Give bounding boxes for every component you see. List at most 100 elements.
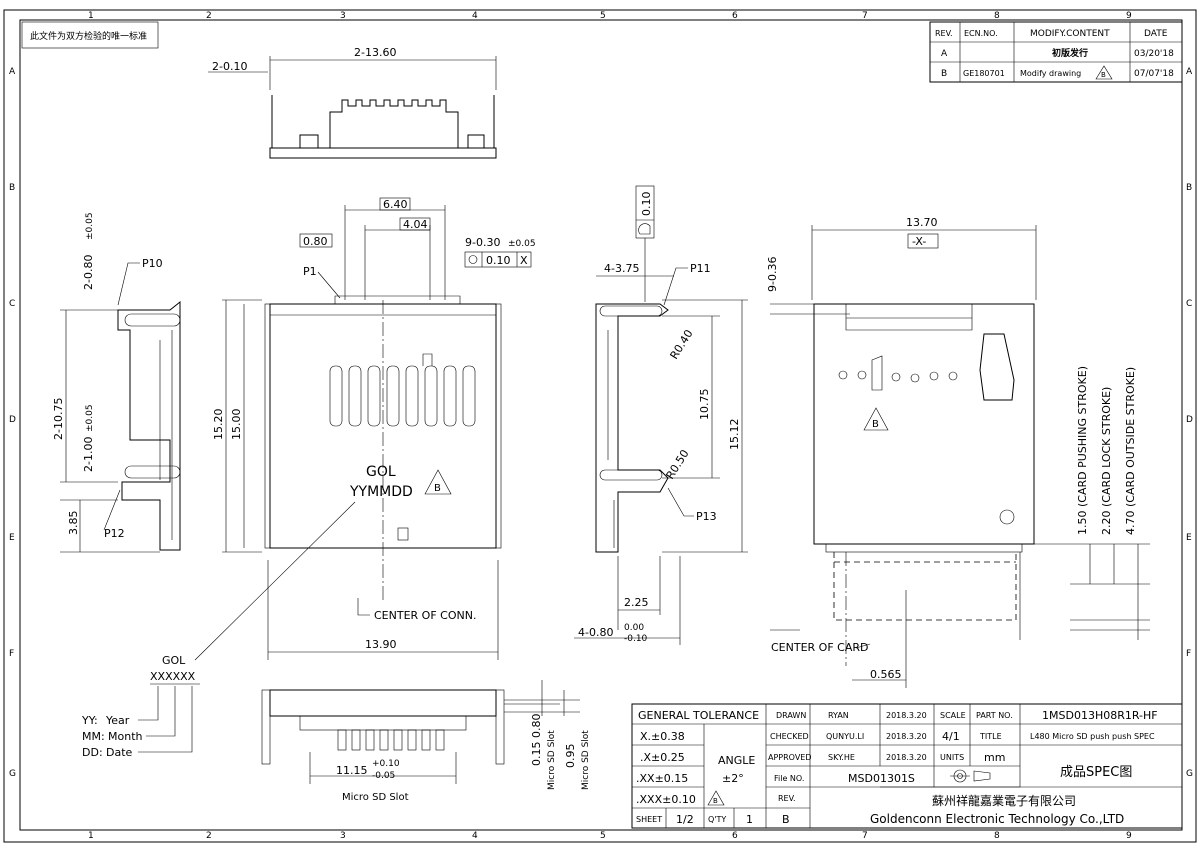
- dim-r050: R0.50: [664, 447, 692, 481]
- dim-bottom-width-tol-dn: -0.05: [372, 771, 395, 781]
- sheet-value: 1/2: [676, 813, 694, 826]
- zone-row-a-right: A: [1186, 67, 1193, 77]
- general-tolerance-label: GENERAL TOLERANCE: [638, 709, 759, 722]
- zone-columns: 1 2 3 4 5 6 7 8 9 1 2 3 4 5 6 7 8 9: [88, 11, 1132, 841]
- rev-header-date: DATE: [1144, 29, 1168, 39]
- dim-pin-count-width: 9-0.30: [465, 236, 500, 249]
- dim-pin-width: 0.80: [303, 235, 328, 248]
- inner-border: [19, 19, 1183, 831]
- legend-code-title: GOL: [162, 654, 186, 667]
- dim-h1512: 15.12: [728, 419, 741, 451]
- dim-top-width: 2-13.60: [354, 46, 396, 59]
- drawn-date: 2018.3.20: [886, 711, 927, 720]
- tolerance-1: .X±0.25: [640, 751, 685, 764]
- stamp-note: 此文件为双方检验的唯一标准: [30, 30, 147, 42]
- label-p10: P10: [142, 257, 163, 270]
- units-value: mm: [984, 751, 1005, 764]
- rev-triangle-mark: B: [434, 483, 441, 494]
- zone-row-d: D: [9, 415, 16, 425]
- file-no: MSD01301S: [848, 772, 915, 785]
- stamp-note-box: [21, 21, 159, 49]
- flatness-icon: [638, 223, 651, 235]
- rev-header-ecn: ECN.NO.: [964, 29, 998, 38]
- dim-d0565: 0.565: [870, 668, 902, 681]
- dim-pitch-inner: 4.04: [403, 218, 428, 231]
- zone-row-b-right: B: [1186, 183, 1192, 193]
- zone-col-9: 9: [1126, 11, 1132, 21]
- legend-mm-value: Month: [108, 730, 143, 743]
- dim-position-tol: 0.10: [486, 254, 511, 267]
- dim-right-datum: -X-: [912, 235, 926, 248]
- rev-b-mark: B: [1101, 71, 1106, 79]
- title-value: L480 Micro SD push push SPEC: [1030, 732, 1155, 741]
- zone-row-g: G: [9, 769, 16, 779]
- zone-col-5-bottom: 5: [600, 831, 606, 841]
- zone-col-1: 1: [88, 11, 94, 21]
- tol-mark: B: [713, 797, 718, 805]
- zone-row-e-right: E: [1186, 533, 1192, 543]
- label-slot-a: Micro SD Slot: [547, 730, 557, 790]
- right-view: 13.70 -X- 9-0.36 B 1.50 (CARD PUS: [766, 216, 1150, 688]
- zone-row-b: B: [9, 183, 15, 193]
- legend-yy-value: Year: [105, 714, 130, 727]
- rev-label: REV.: [778, 794, 796, 803]
- zone-col-6: 6: [732, 11, 738, 21]
- zone-col-7: 7: [862, 11, 868, 21]
- rev-b: B: [941, 69, 947, 79]
- zone-row-e: E: [9, 533, 15, 543]
- legend-code-value: XXXXXX: [150, 670, 196, 683]
- angle-label: ANGLE: [718, 754, 755, 767]
- rev-triangle-icon: [424, 469, 452, 495]
- front-view: 6.40 4.04 0.80 9-0.30 ±0.05 0.10 X P1: [194, 197, 536, 661]
- approved-by: SKY.HE: [828, 753, 855, 762]
- dim-height-1520: 15.20: [212, 409, 225, 441]
- zone-row-f: F: [9, 649, 14, 659]
- dim-left-pin-mid-tol: ±0.05: [85, 404, 95, 432]
- date-code-legend: GOL XXXXXX YY: Year MM: Month DD: Date: [81, 654, 200, 759]
- dim-height-1500: 15.00: [230, 409, 243, 441]
- zone-row-c: C: [9, 299, 15, 309]
- bottom-caption: Micro SD Slot: [342, 792, 409, 803]
- label-p11: P11: [690, 262, 711, 275]
- tol-triangle-icon: [707, 790, 725, 806]
- part-label: PART NO.: [976, 711, 1013, 720]
- approved-date: 2018.3.20: [886, 753, 927, 762]
- dim-bottom-width-tol-up: +0.10: [372, 759, 400, 769]
- dim-top-offset: 2-0.10: [212, 60, 247, 73]
- company-en: Goldenconn Electronic Technology Co.,LTD: [870, 812, 1124, 826]
- rev-value: B: [782, 813, 790, 826]
- zone-col-9-bottom: 9: [1126, 831, 1132, 841]
- company-cn: 蘇州祥龍嘉業電子有限公司: [932, 793, 1076, 808]
- part-no: 1MSD013H08R1R-HF: [1042, 709, 1158, 722]
- dim-pin-count-tol: ±0.05: [508, 239, 536, 249]
- right-rev-triangle-icon: [863, 407, 889, 431]
- dim-d095: 0.95: [564, 744, 577, 769]
- dim-d015: 0.15: [530, 742, 543, 767]
- rev-a: A: [941, 49, 948, 59]
- dim-left-bottom: 3.85: [67, 511, 80, 536]
- zone-col-1-bottom: 1: [88, 831, 94, 841]
- legend-yy-key: YY:: [81, 714, 98, 727]
- legend-dd-key: DD:: [82, 746, 103, 759]
- label-center-conn: CENTER OF CONN.: [374, 609, 476, 622]
- zone-col-3-bottom: 3: [340, 831, 346, 841]
- top-view: 2-13.60 2-0.10: [208, 46, 497, 159]
- right-rev-mark: B: [872, 419, 879, 430]
- left-side-view: 2-10.75 2-0.80 ±0.05 2-1.00 ±0.05 3.85 P…: [52, 212, 181, 553]
- units-label: UNITS: [940, 753, 964, 762]
- legend-mm-key: MM:: [82, 730, 105, 743]
- dim-d480-tol-dn: -0.10: [624, 634, 648, 644]
- title-label: TITLE: [979, 732, 1002, 741]
- sheet-label: SHEET: [636, 815, 662, 824]
- zone-col-4: 4: [472, 11, 478, 21]
- zone-col-8-bottom: 8: [994, 831, 1000, 841]
- qty-value: 1: [746, 813, 753, 826]
- dim-d225: 2.25: [624, 596, 649, 609]
- label-p12: P12: [104, 527, 125, 540]
- zone-col-3: 3: [340, 11, 346, 21]
- angle-value: ±2°: [722, 772, 744, 785]
- tolerance-0: X.±0.38: [640, 730, 685, 743]
- dim-left-height: 2-10.75: [52, 398, 65, 440]
- dim-right-top: 9-0.36: [766, 257, 779, 292]
- dim-flat-010: 0.10: [640, 192, 653, 217]
